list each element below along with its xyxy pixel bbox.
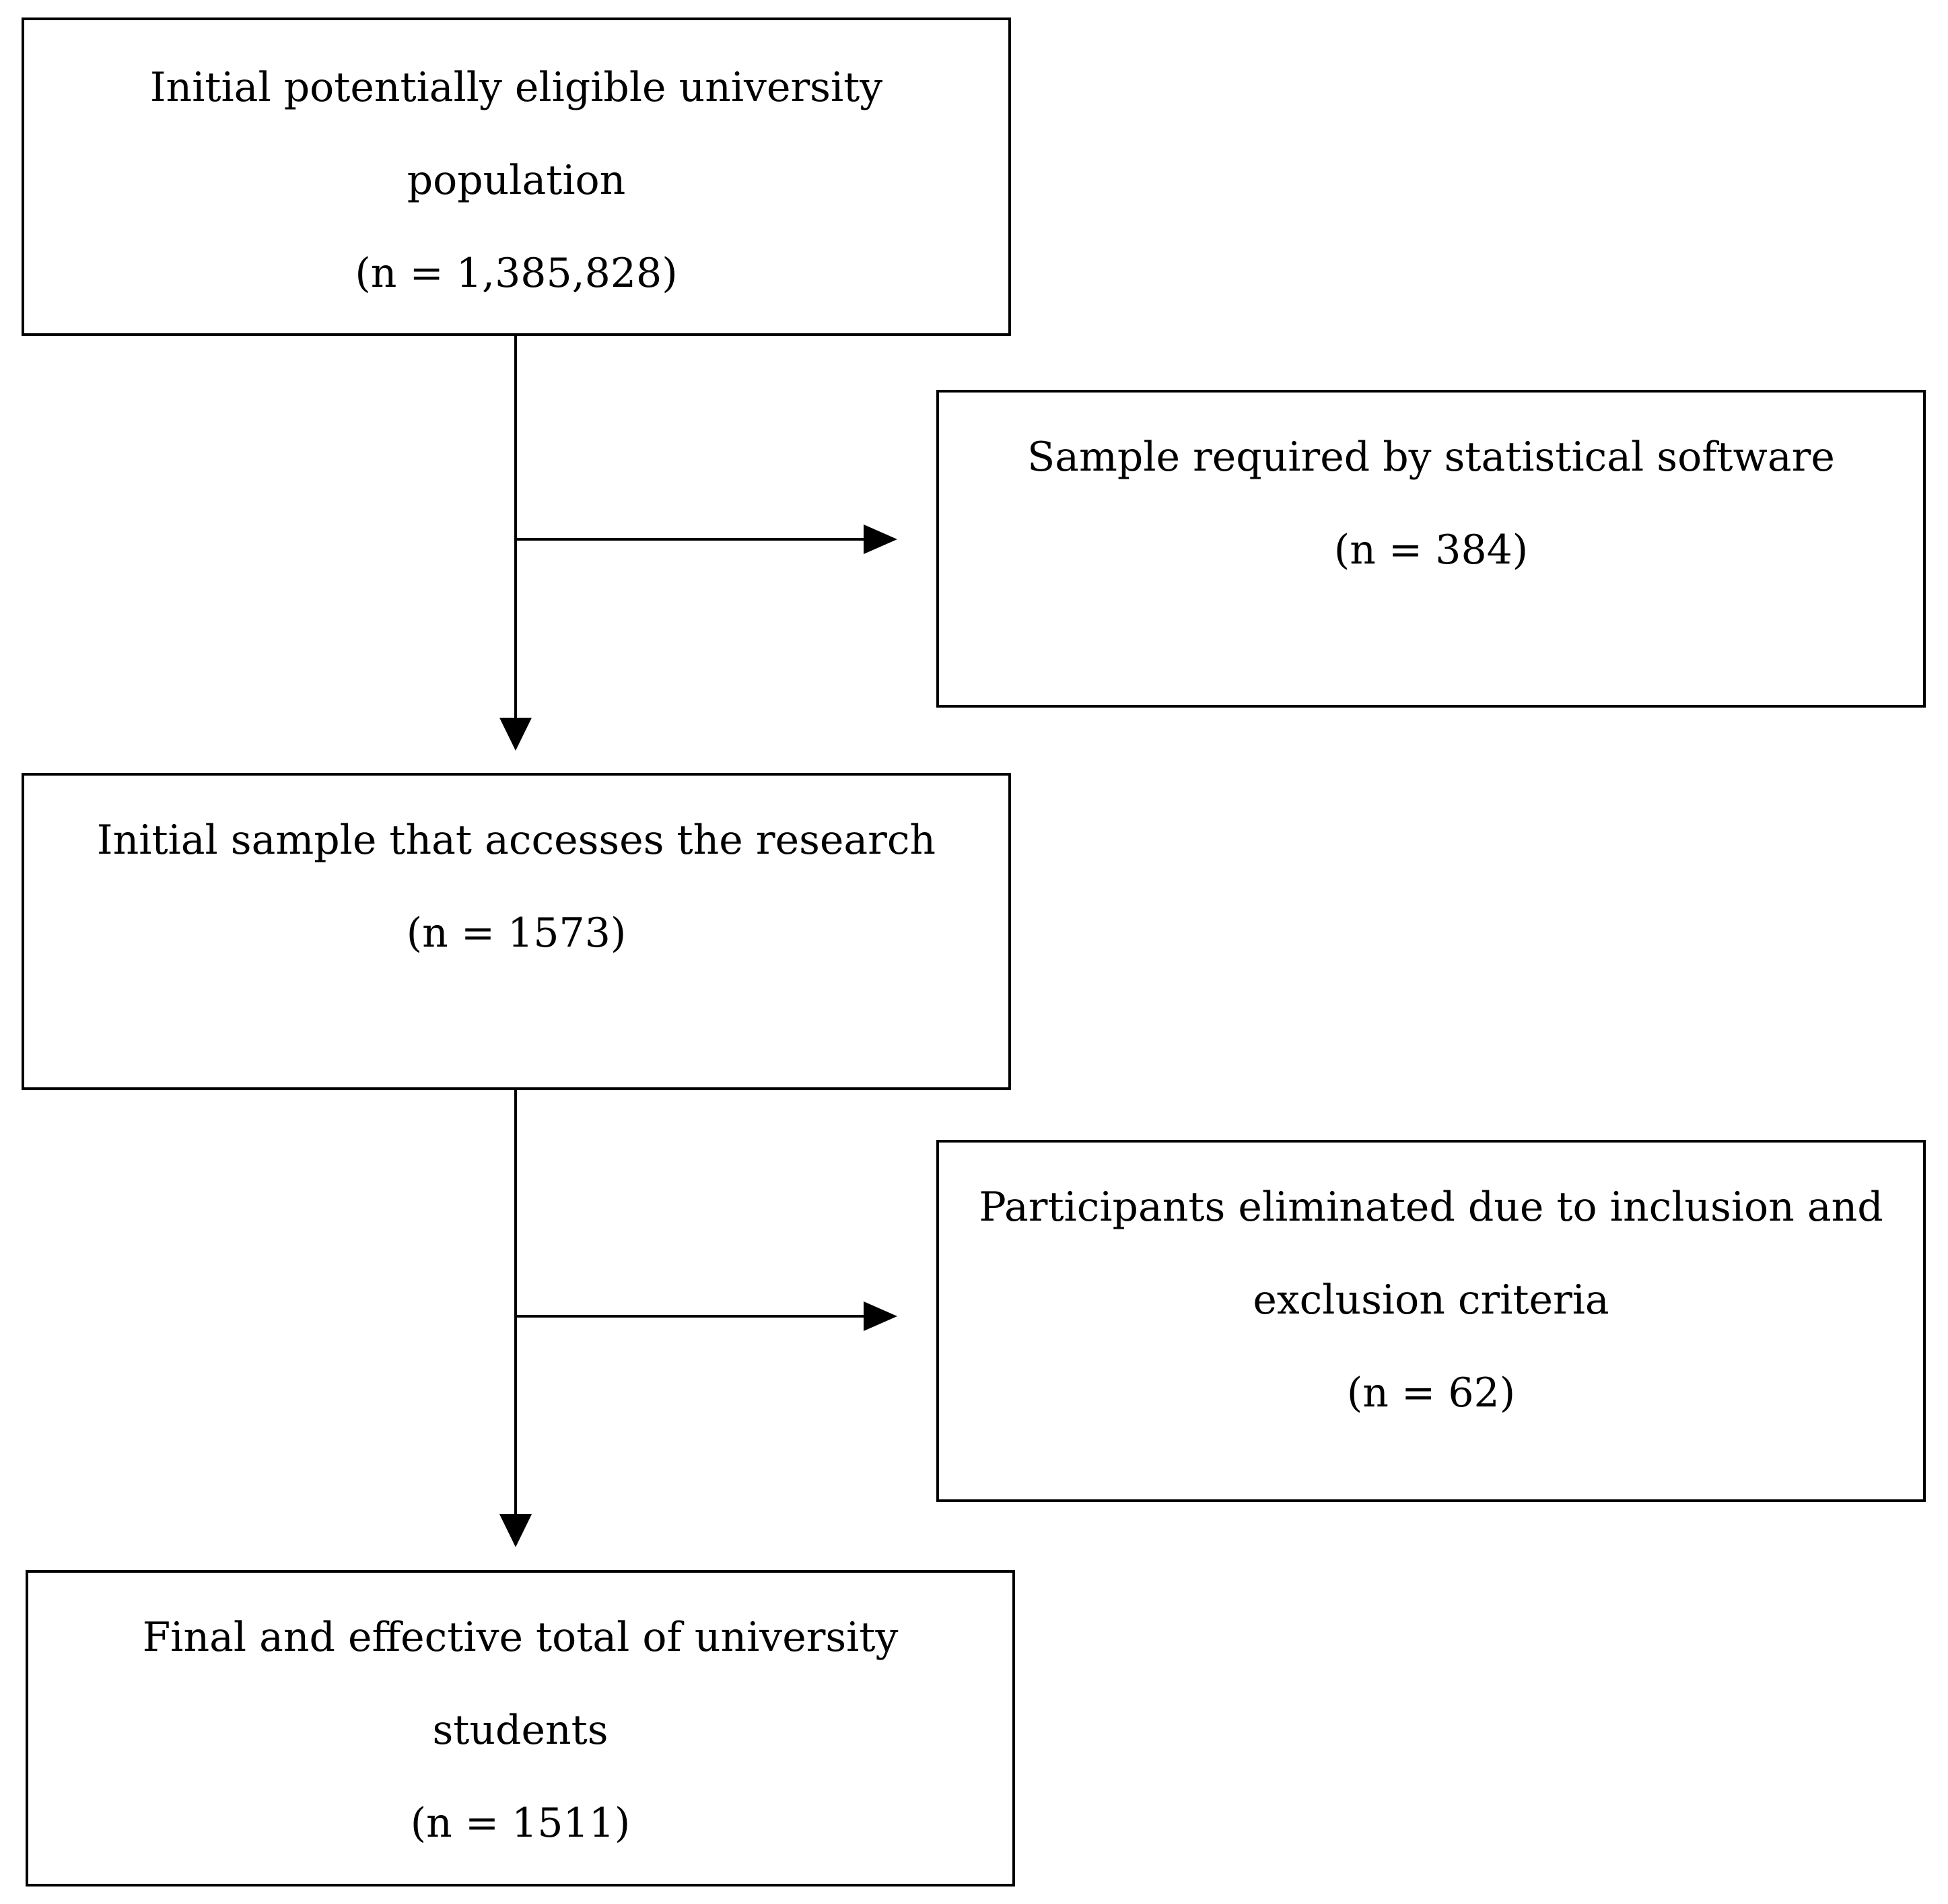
arrowhead-down-1 <box>499 718 532 751</box>
initial-sample-count: (n = 1573) <box>406 910 627 957</box>
population-count: (n = 1,385,828) <box>355 250 678 297</box>
eliminated-box: Participants eliminated due to inclusion… <box>936 1140 1926 1502</box>
eliminated-label-line1: Participants eliminated due to inclusion… <box>979 1184 1883 1231</box>
final-count: (n = 1511) <box>410 1800 631 1847</box>
arrowhead-right-2 <box>864 1301 897 1331</box>
arrowhead-right-1 <box>864 524 897 554</box>
required-sample-label: Sample required by statistical software <box>1027 434 1835 481</box>
final-label-line2: students <box>432 1707 608 1754</box>
arrowhead-down-2 <box>499 1514 532 1547</box>
population-label-line2: population <box>407 157 626 204</box>
required-sample-box: Sample required by statistical software … <box>936 390 1926 708</box>
eliminated-count: (n = 62) <box>1346 1369 1516 1417</box>
population-box: Initial potentially eligible university … <box>22 18 1011 336</box>
final-label-line1: Final and effective total of university <box>142 1614 899 1661</box>
population-label-line1: Initial potentially eligible university <box>149 64 883 111</box>
eliminated-label-line2: exclusion criteria <box>1253 1277 1609 1324</box>
required-sample-count: (n = 384) <box>1333 526 1529 574</box>
initial-sample-box: Initial sample that accesses the researc… <box>22 773 1011 1090</box>
final-box: Final and effective total of university … <box>26 1570 1015 1886</box>
initial-sample-label: Initial sample that accesses the researc… <box>96 817 936 864</box>
